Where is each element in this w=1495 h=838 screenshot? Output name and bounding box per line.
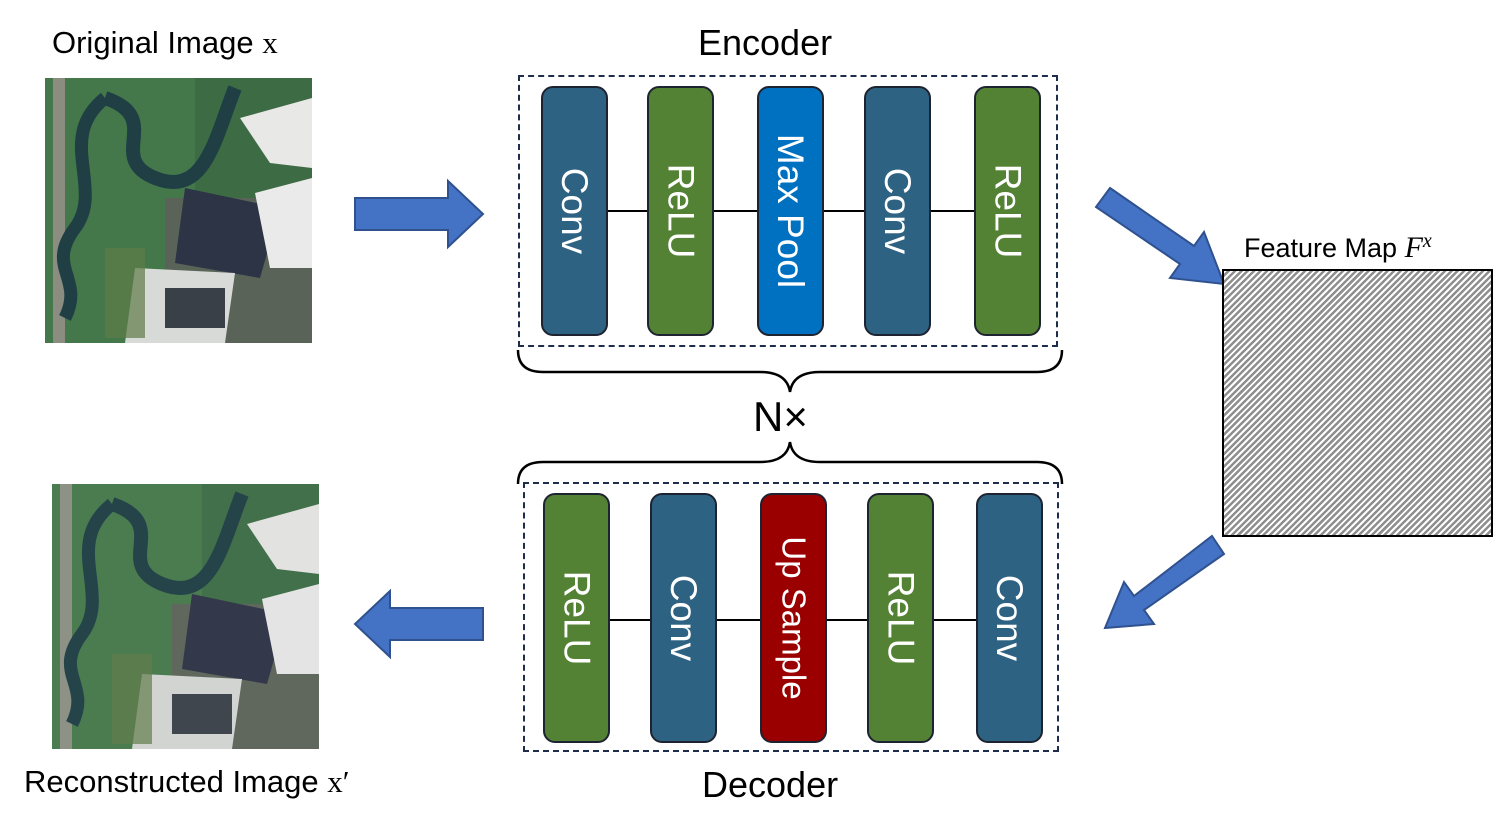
decoder-block-conv-2: Conv xyxy=(976,493,1043,743)
block-arrow-icon xyxy=(1094,186,1226,286)
encoder-label: Encoder xyxy=(698,22,833,63)
original-image-label: Original Image x xyxy=(52,25,278,61)
encoder-block-relu-1: ReLU xyxy=(647,86,714,336)
feature-map-text: Feature Map xyxy=(1244,233,1398,263)
decoder-label: Decoder xyxy=(702,764,839,805)
reconstructed-image-var: x′ xyxy=(327,764,350,799)
original-image xyxy=(45,78,312,343)
block-label: ReLU xyxy=(880,570,922,666)
block-label: ReLU xyxy=(987,163,1029,259)
block-arrow-icon xyxy=(1103,534,1226,630)
aerial-photo-icon xyxy=(52,484,319,749)
reconstructed-image-label: Reconstructed Image x′ xyxy=(24,764,350,800)
arrow-to-reconstructed xyxy=(353,588,484,660)
feature-map-var: F xyxy=(1404,231,1423,264)
encoder-frame xyxy=(518,75,1058,347)
feature-map xyxy=(1222,269,1493,537)
reconstructed-image-text: Reconstructed Image xyxy=(24,764,319,799)
block-label: Max Pool xyxy=(770,133,812,289)
encoder-brace xyxy=(516,349,1064,393)
arrow-to-feature-map xyxy=(1094,186,1226,286)
block-arrow-icon xyxy=(353,588,484,660)
arrow-to-encoder xyxy=(354,178,485,250)
aerial-photo-icon xyxy=(45,78,312,343)
arrow-to-decoder xyxy=(1103,534,1226,630)
reconstructed-image xyxy=(52,484,319,749)
encoder-block-conv-2: Conv xyxy=(864,86,931,336)
block-label: Conv xyxy=(663,574,705,662)
repeat-label: N× xyxy=(753,393,808,440)
decoder-block-relu-1: ReLU xyxy=(543,493,610,743)
decoder-frame xyxy=(523,482,1059,752)
block-label: Conv xyxy=(554,167,596,255)
encoder-block-max-pool: Max Pool xyxy=(757,86,824,336)
encoder-block-relu-2: ReLU xyxy=(974,86,1041,336)
block-label: Conv xyxy=(877,167,919,255)
original-image-text: Original Image xyxy=(52,25,254,60)
block-label: Conv xyxy=(989,574,1031,662)
block-arrow-icon xyxy=(354,178,485,250)
decoder-brace xyxy=(516,441,1064,485)
decoder-block-conv-1: Conv xyxy=(650,493,717,743)
original-image-var: x xyxy=(262,25,278,60)
decoder-block-up-sample: Up Sample xyxy=(760,493,827,743)
encoder-block-conv-1: Conv xyxy=(541,86,608,336)
block-label: ReLU xyxy=(556,570,598,666)
feature-map-label: Feature Map Fx xyxy=(1244,230,1432,265)
feature-map-sup: x xyxy=(1422,230,1432,252)
decoder-block-relu-2: ReLU xyxy=(867,493,934,743)
block-label: ReLU xyxy=(660,163,702,259)
block-label: Up Sample xyxy=(775,536,813,700)
